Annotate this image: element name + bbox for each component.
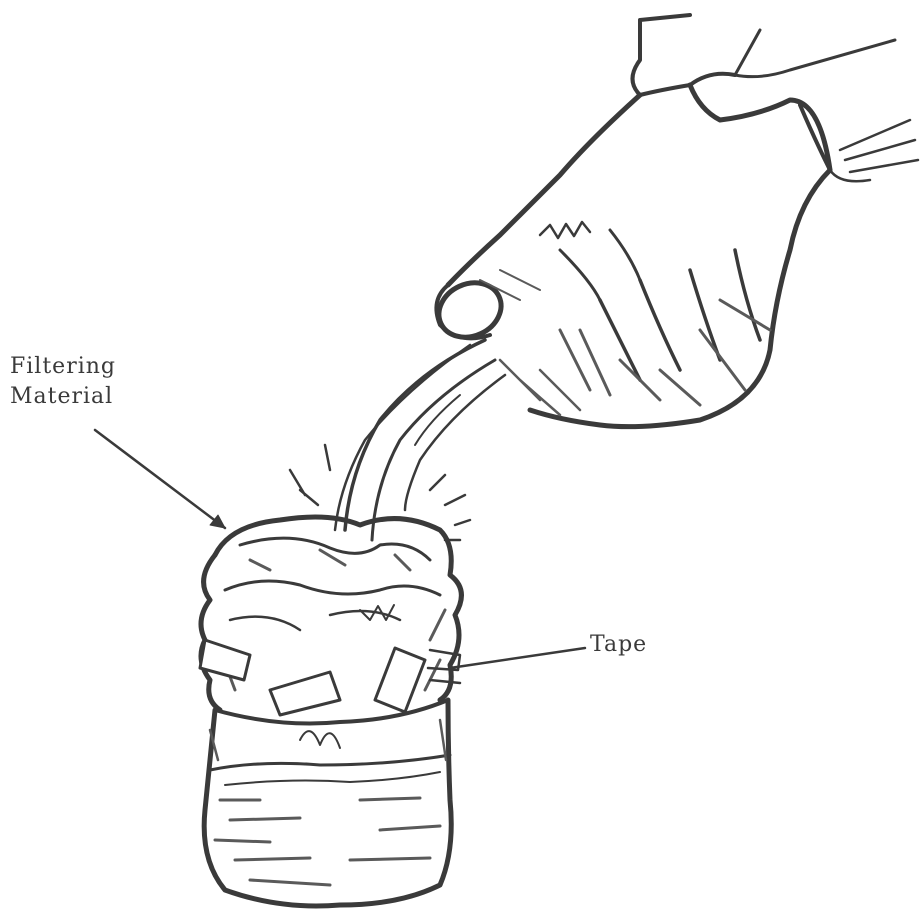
jar — [204, 700, 451, 906]
filtering-label-line2: Material — [10, 382, 116, 412]
filtering-material-label: Filtering Material — [10, 352, 116, 412]
gloved-hand — [430, 15, 918, 427]
filtering-label-line1: Filtering — [10, 352, 116, 382]
pouring-liquid — [290, 340, 505, 540]
tape-strips — [200, 640, 460, 715]
tape-label: Tape — [590, 630, 647, 660]
tape-leader-line — [450, 648, 585, 668]
filtering-leader-line — [95, 430, 225, 528]
